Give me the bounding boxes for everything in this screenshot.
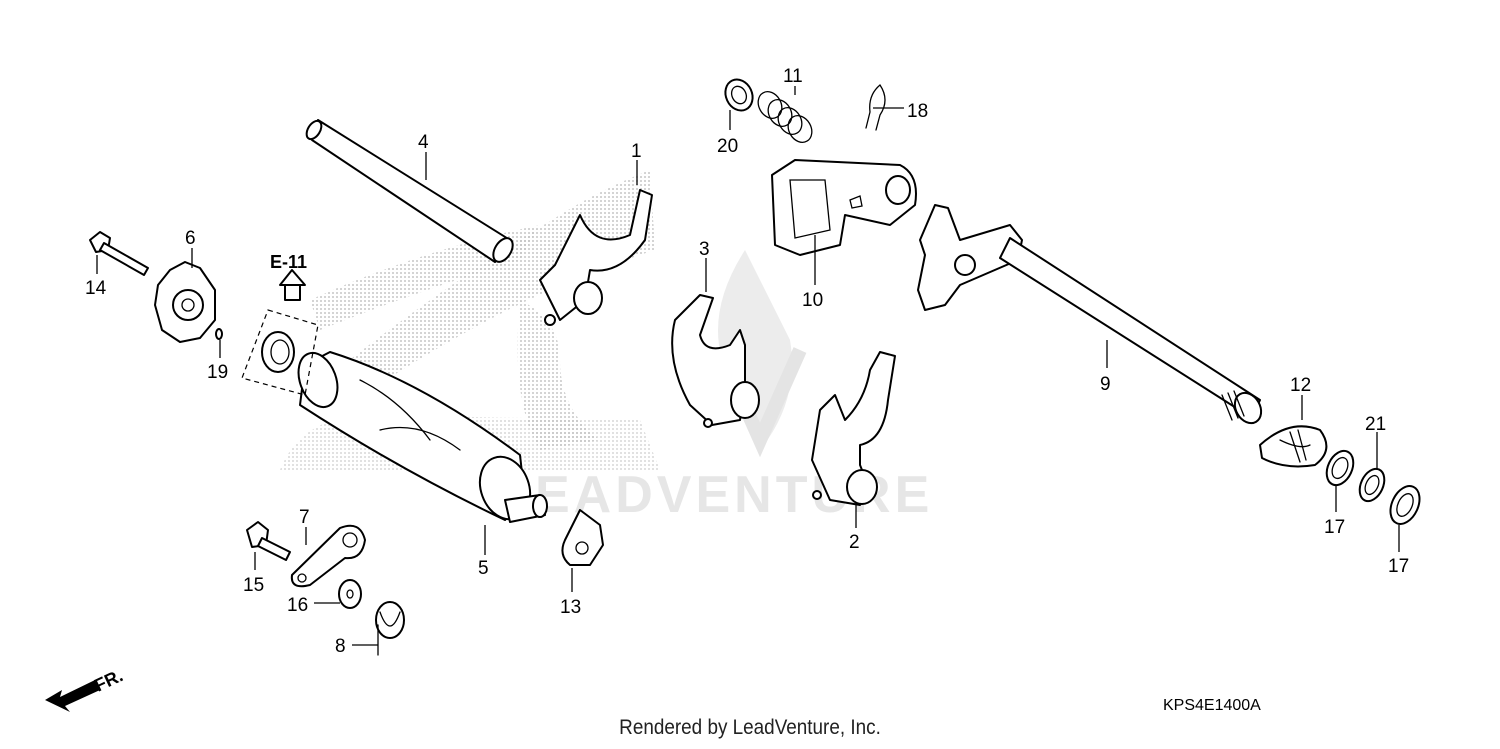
callout-21: 21	[1365, 414, 1386, 435]
callout-11: 11	[783, 66, 803, 87]
callout-12: 12	[1290, 375, 1311, 396]
callout-numbers: 4 1 3 6 14 19 10 11 20 18 9 12 21 17 17 …	[85, 66, 1409, 657]
gearshift-spindle-part	[917, 204, 1263, 425]
plate-13-part	[561, 509, 604, 566]
callout-17-b: 17	[1388, 556, 1409, 577]
callout-2: 2	[849, 532, 860, 553]
callout-19: 19	[207, 362, 228, 383]
callout-5: 5	[478, 558, 489, 579]
dowel-pin-part	[215, 328, 223, 340]
callout-17-a: 17	[1324, 517, 1345, 538]
washer-16-part	[338, 579, 362, 609]
shift-fork-2-part	[811, 351, 896, 506]
drum-center-part	[154, 261, 216, 343]
callout-20: 20	[717, 136, 738, 157]
callout-6: 6	[185, 228, 196, 249]
leader-lines	[96, 86, 1400, 646]
front-arrow-icon	[45, 680, 100, 712]
callout-10: 10	[802, 290, 823, 311]
callout-4: 4	[418, 132, 429, 153]
callout-3: 3	[699, 239, 710, 260]
shift-plate-part	[771, 159, 917, 256]
callout-9: 9	[1100, 374, 1111, 395]
bolt-15-part	[246, 521, 291, 561]
callout-8: 8	[335, 636, 346, 657]
shift-fork-1-part	[539, 189, 653, 326]
callout-7: 7	[299, 507, 310, 528]
section-ref-label: E-11	[270, 252, 307, 272]
callout-15: 15	[243, 575, 264, 596]
spring-8-part	[375, 601, 405, 656]
shift-drum-part	[297, 351, 548, 523]
callout-1: 1	[631, 141, 642, 162]
spring-12-part	[1259, 425, 1328, 468]
stopper-arm-part	[290, 524, 366, 588]
callout-14: 14	[85, 278, 107, 299]
reference-code: KPS4E1400A	[1163, 697, 1261, 714]
washer-17a-part	[1325, 449, 1355, 487]
cotter-pin-part	[865, 84, 886, 131]
circlip-21-part	[1358, 467, 1386, 503]
bearing-reference-group	[241, 269, 319, 396]
bolt-14-part	[89, 231, 149, 276]
callout-18: 18	[907, 101, 928, 122]
fork-shaft-part	[305, 119, 514, 263]
spring-11-part	[757, 91, 813, 143]
washer-17b-part	[1389, 485, 1421, 525]
footer-credit: Rendered by LeadVenture, Inc.	[619, 716, 881, 739]
callout-13: 13	[560, 597, 581, 618]
shift-fork-3-part	[671, 294, 760, 428]
circlip-20-part	[724, 78, 754, 112]
callout-16: 16	[287, 595, 308, 616]
